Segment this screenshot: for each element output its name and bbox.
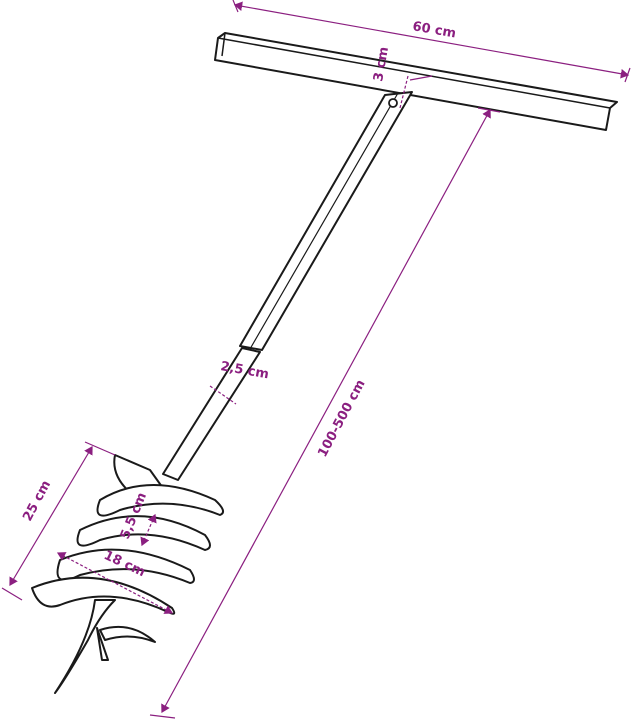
- diameter-dimension-line: [56, 552, 174, 614]
- thickness-label: 3 cm: [371, 46, 392, 83]
- total-length-label: 100-500 cm: [315, 377, 368, 459]
- auger-length-line: [9, 445, 93, 587]
- t-handle: [214, 32, 618, 131]
- thickness-dimension-line: [399, 75, 409, 109]
- shaft-dimension-line: [209, 385, 237, 405]
- auger-blade: [31, 454, 225, 694]
- bolt-icon: [388, 98, 398, 108]
- length-dimension-line: [161, 108, 491, 714]
- auger-length-label: 25 cm: [20, 478, 54, 524]
- pitch-dimension-line: [140, 513, 157, 547]
- shaft-upper: [239, 91, 413, 351]
- width-dimension-line: [233, 1, 630, 79]
